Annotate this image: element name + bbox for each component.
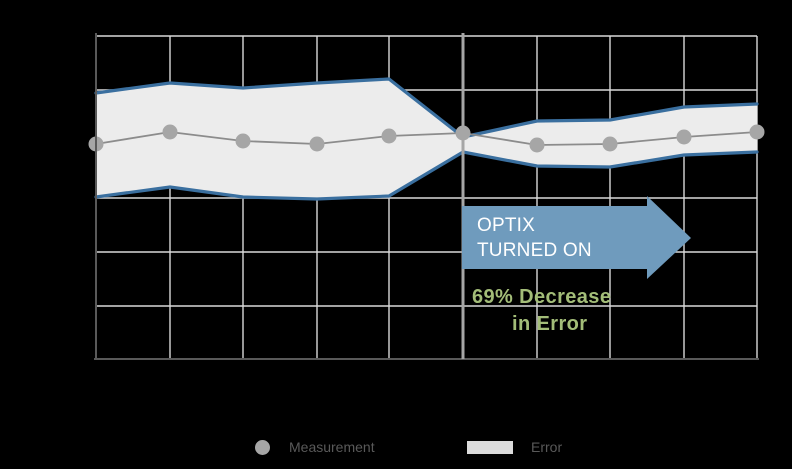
- optix-arrow-label-line2: TURNED ON: [477, 240, 592, 261]
- measurement-point: [309, 136, 325, 152]
- legend-circle-marker-icon: [255, 439, 270, 455]
- chart-legend: Measurement Error: [255, 434, 585, 460]
- legend-item-measurement[interactable]: Measurement: [255, 434, 375, 460]
- measurement-point: [602, 136, 618, 152]
- optix-arrow-shape: [462, 196, 691, 279]
- measurement-point: [235, 133, 251, 149]
- measurement-point: [749, 124, 765, 140]
- legend-label-error: Error: [531, 439, 563, 455]
- decrease-label-line1: 69% Decrease: [472, 286, 612, 308]
- measurement-point: [381, 128, 397, 144]
- legend-label-measurement: Measurement: [289, 439, 375, 455]
- measurement-markers: [88, 124, 765, 153]
- measurement-point: [162, 124, 178, 140]
- measurement-line: [95, 131, 758, 146]
- measurement-point: [529, 137, 545, 153]
- legend-item-error[interactable]: Error: [467, 434, 562, 460]
- error-band-fill: [96, 79, 757, 199]
- legend-band-swatch-icon: [467, 440, 513, 454]
- measurement-point: [676, 129, 692, 145]
- error-band-upper-edge: [94, 77, 759, 139]
- decrease-label-line2: in Error: [512, 313, 588, 335]
- optix-arrow-label-line1: OPTIX: [477, 215, 536, 236]
- error-band-lower-edge: [94, 150, 759, 201]
